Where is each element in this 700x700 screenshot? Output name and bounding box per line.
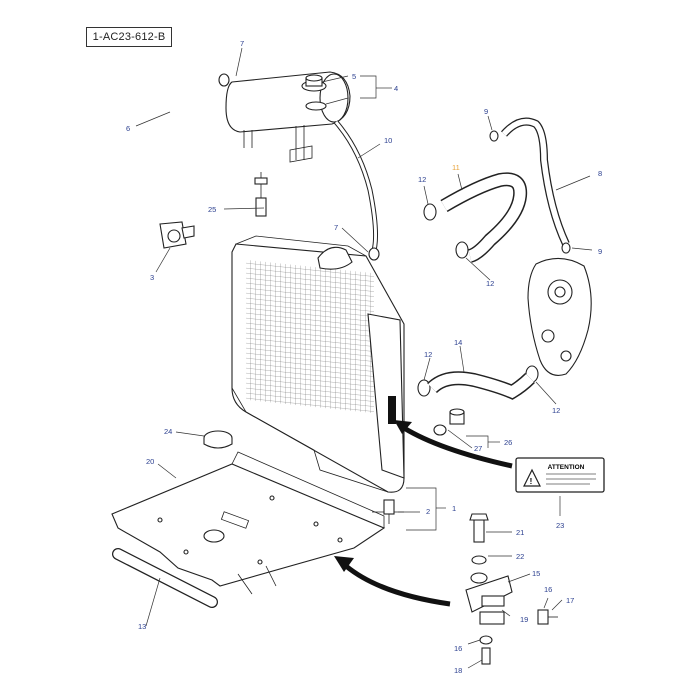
- callout-16-right: 16: [544, 585, 552, 594]
- attention-warning-label: ! ATTENTION: [515, 457, 605, 493]
- callout-5: 5: [352, 72, 356, 81]
- pointer-arrow: [344, 564, 451, 607]
- svg-text:!: !: [530, 477, 533, 486]
- callout-21: 21: [516, 528, 524, 537]
- callout-14: 14: [454, 338, 462, 347]
- callout-20: 20: [146, 457, 154, 466]
- support-tube: [112, 548, 218, 608]
- callout-1: 1: [452, 504, 456, 513]
- bottom-hose-inner: [428, 372, 534, 399]
- drain-plug-washer: [433, 408, 465, 436]
- callout-11: 11: [452, 163, 460, 172]
- top-hose-inner: [441, 173, 526, 262]
- callout-8: 8: [598, 169, 602, 178]
- callout-9-right: 9: [598, 247, 602, 256]
- callout-4: 4: [394, 84, 398, 93]
- callout-12-c: 12: [424, 350, 432, 359]
- callout-13: 13: [138, 622, 146, 631]
- cap-seal: [305, 101, 327, 111]
- callout-7-top: 7: [240, 39, 244, 48]
- callout-27: 27: [474, 444, 482, 453]
- mounting-bracket-assembly: [465, 513, 558, 665]
- callout-26: 26: [504, 438, 512, 447]
- callout-22: 22: [516, 552, 524, 561]
- attention-label-title: ATTENTION: [548, 464, 585, 471]
- callout-10: 10: [384, 136, 392, 145]
- callout-3: 3: [150, 273, 154, 282]
- radiator: [231, 235, 405, 493]
- radiator-cap-plug: [203, 430, 233, 449]
- callout-7-mid: 7: [334, 223, 338, 232]
- hose-clamp: [455, 241, 469, 259]
- hose-clamp: [368, 247, 380, 261]
- callout-19: 19: [520, 615, 528, 624]
- callout-6: 6: [126, 124, 130, 133]
- callout-9-top: 9: [484, 107, 488, 116]
- vent-hose-inner: [334, 121, 378, 257]
- reference-code-label: 1-AC23-612-B: [86, 27, 172, 47]
- hose-clamp: [423, 203, 437, 221]
- mounting-plate: [111, 451, 386, 595]
- callout-12-a: 12: [418, 175, 426, 184]
- callout-25: 25: [208, 205, 216, 214]
- arrow-head: [394, 420, 412, 434]
- callout-15: 15: [532, 569, 540, 578]
- callout-16-bottom: 16: [454, 644, 462, 653]
- callout-24: 24: [164, 427, 172, 436]
- callout-2: 2: [426, 507, 430, 516]
- callout-12-d: 12: [552, 406, 560, 415]
- hose-clamp: [561, 242, 571, 254]
- bypass-hose-inner: [501, 118, 569, 246]
- arrow-head: [334, 556, 354, 572]
- radiator-drain-plate: [388, 396, 396, 424]
- hose-clamp: [218, 73, 230, 87]
- leader-lines: [135, 47, 593, 669]
- pressure-cap: [301, 74, 327, 92]
- water-pump-housing: [527, 257, 592, 376]
- callout-17: 17: [566, 596, 574, 605]
- temperature-sensor: [254, 172, 268, 217]
- pointer-arrow: [402, 425, 513, 469]
- drain-valve: [159, 221, 195, 249]
- callout-12-b: 12: [486, 279, 494, 288]
- hose-clamp: [489, 130, 499, 142]
- overflow-hose-inner: [171, 75, 412, 330]
- callout-23: 23: [556, 521, 564, 530]
- callout-18: 18: [454, 666, 462, 675]
- expansion-tank: [225, 71, 351, 163]
